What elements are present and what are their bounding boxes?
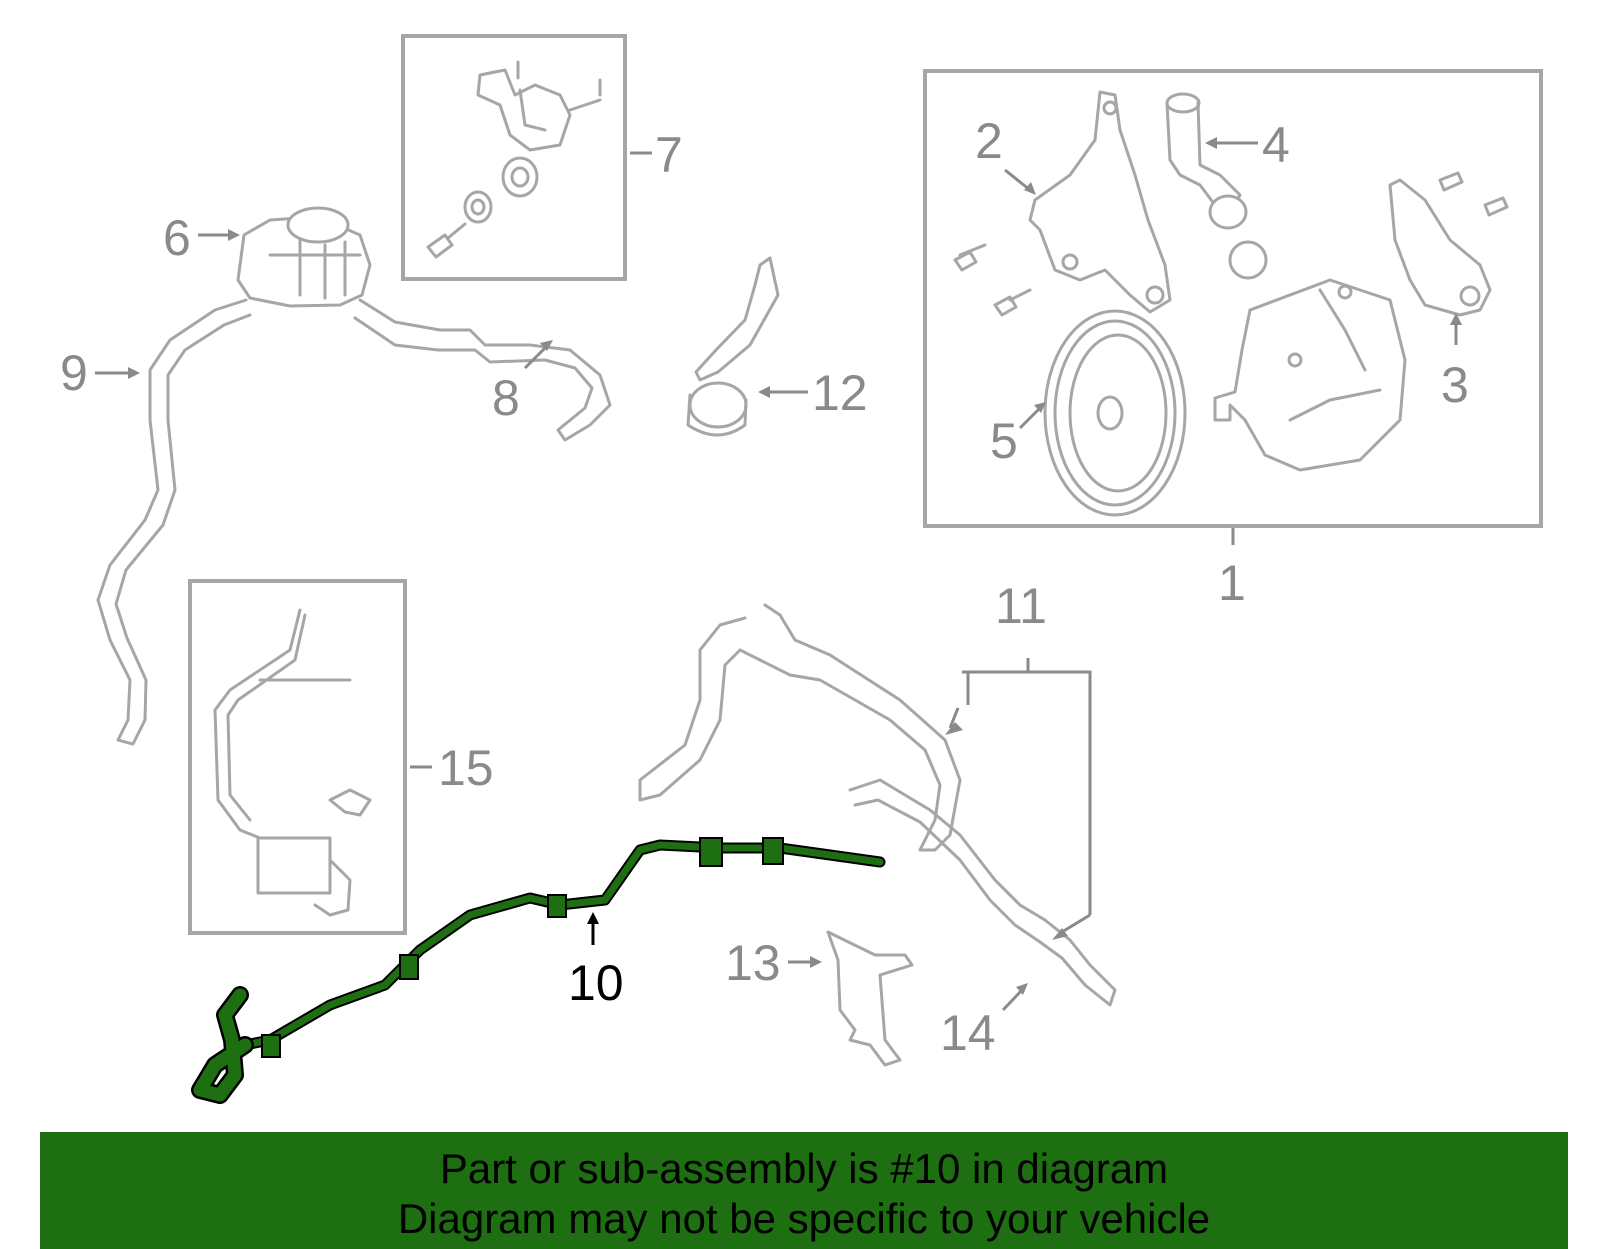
callout-9: 9 xyxy=(60,345,88,401)
callout-1: 1 xyxy=(1218,555,1246,611)
callout-8: 8 xyxy=(492,370,520,426)
part-12-bracket xyxy=(686,256,780,437)
part-10-hose-line xyxy=(239,839,886,1051)
callout-15: 15 xyxy=(438,740,494,796)
callout-3: 3 xyxy=(1441,357,1469,413)
part-10-hose-highlighted xyxy=(191,837,886,1104)
part-11-pipe xyxy=(848,778,1117,1007)
part-6-reservoir xyxy=(236,206,372,308)
callout-5: 5 xyxy=(990,413,1018,469)
callout-7: 7 xyxy=(655,127,683,183)
callout-12: 12 xyxy=(812,365,868,421)
banner-line-2: Diagram may not be specific to your vehi… xyxy=(397,1195,1211,1242)
callout-4: 4 xyxy=(1262,117,1290,173)
part-8-hose xyxy=(353,298,612,442)
info-banner: Part or sub-assembly is #10 in diagram D… xyxy=(40,1132,1568,1249)
part-4-fitting xyxy=(1165,92,1268,280)
part-9-hose xyxy=(96,298,252,746)
pump-body xyxy=(953,243,1407,472)
callout-13: 13 xyxy=(725,935,781,991)
assembly-7-box xyxy=(401,34,627,281)
callout-10: 10 xyxy=(568,955,624,1011)
part-3-bracket xyxy=(1388,171,1509,317)
callout-6: 6 xyxy=(163,210,191,266)
part-13-bracket xyxy=(826,930,914,1067)
banner-line-1: Part or sub-assembly is #10 in diagram xyxy=(439,1145,1169,1192)
callout-11: 11 xyxy=(995,578,1047,634)
part-15-pipe-kit xyxy=(213,608,372,917)
part-2-bracket xyxy=(1028,90,1172,314)
callout-2: 2 xyxy=(975,113,1003,169)
part-7-bracket-kit xyxy=(426,60,602,259)
assembly-1-box xyxy=(923,69,1543,528)
assembly-15-box xyxy=(188,579,407,935)
part-5-pulley xyxy=(1043,309,1187,517)
part-11-hose xyxy=(638,603,962,852)
callout-14: 14 xyxy=(940,1005,996,1061)
